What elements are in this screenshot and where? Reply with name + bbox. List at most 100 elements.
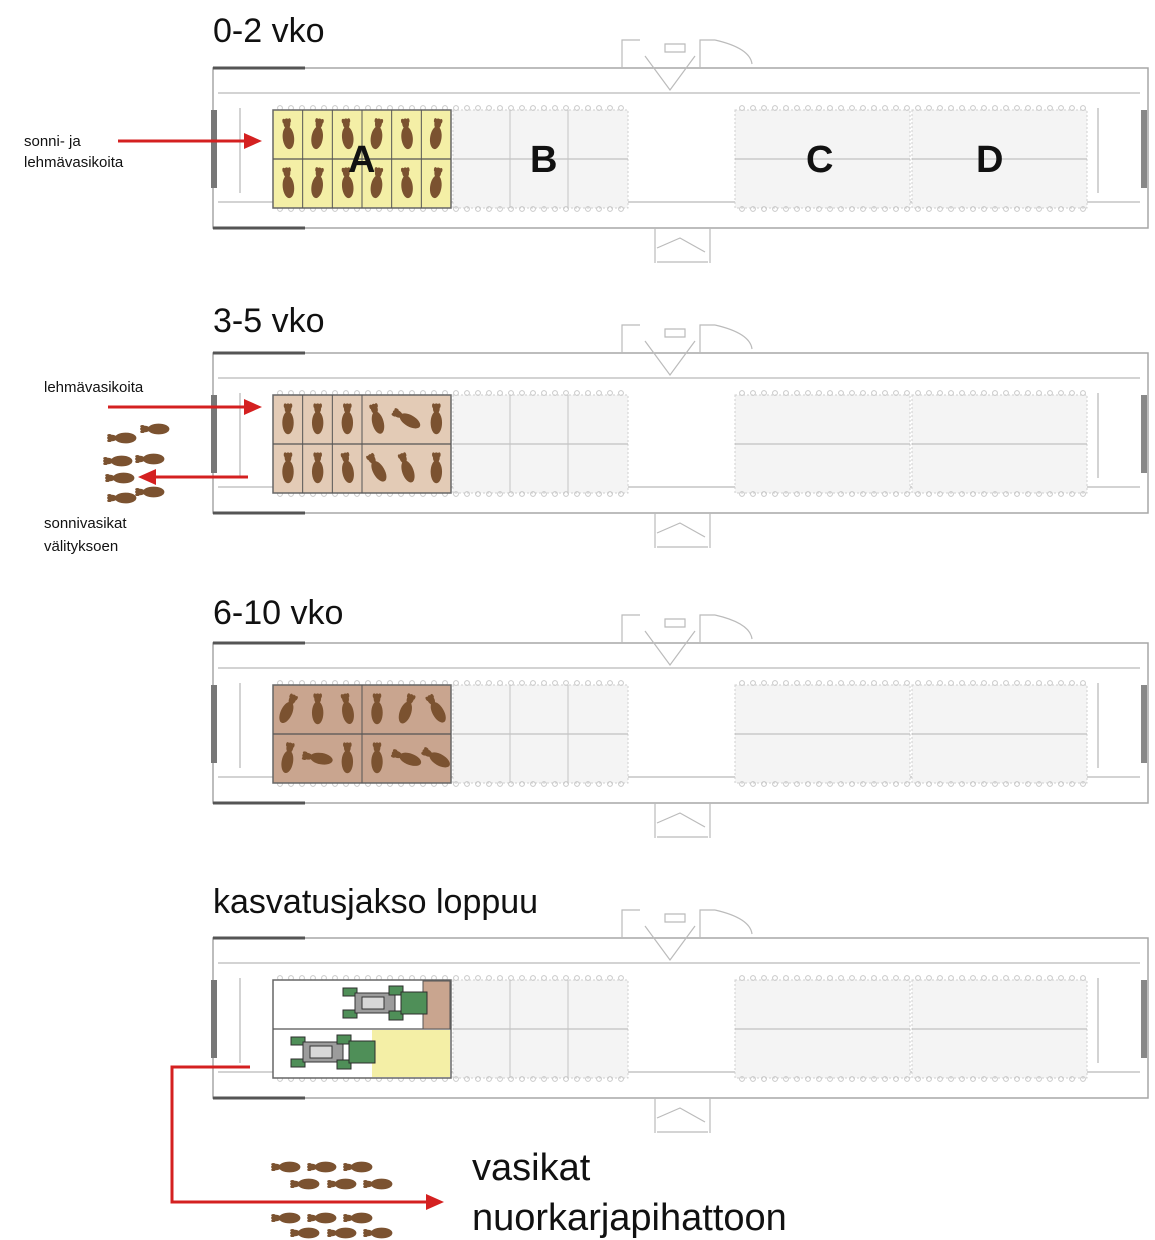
- post-dot: [882, 680, 888, 686]
- post-dot: [464, 390, 470, 396]
- post-dot: [882, 105, 888, 111]
- post-dot: [530, 975, 536, 981]
- post-dot: [981, 975, 987, 981]
- post-dot: [1014, 1076, 1020, 1082]
- post-dot: [948, 206, 954, 212]
- post-dot: [915, 390, 921, 396]
- post-dot: [981, 1076, 987, 1082]
- post-dot: [816, 491, 822, 497]
- post-dot: [783, 390, 789, 396]
- post-dot: [761, 105, 767, 111]
- post-dot: [739, 975, 745, 981]
- post-dot: [772, 206, 778, 212]
- post-dot: [827, 680, 833, 686]
- post-dot: [1069, 206, 1075, 212]
- post-dot: [1025, 491, 1031, 497]
- calf-icon: [370, 118, 384, 150]
- post-dot: [1025, 206, 1031, 212]
- post-dot: [926, 206, 932, 212]
- post-dot: [750, 390, 756, 396]
- post-dot: [552, 390, 558, 396]
- calf-icon: [343, 1212, 373, 1224]
- post-dot: [816, 975, 822, 981]
- post-dot: [893, 1076, 899, 1082]
- post-dot: [992, 491, 998, 497]
- post-dot: [1080, 781, 1086, 787]
- post-dot: [541, 680, 547, 686]
- post-dot: [871, 390, 877, 396]
- post-dot: [1080, 105, 1086, 111]
- post-dot: [882, 781, 888, 787]
- post-dot: [882, 390, 888, 396]
- post-dot: [541, 390, 547, 396]
- post-dot: [871, 680, 877, 686]
- post-dot: [1047, 975, 1053, 981]
- post-dot: [574, 975, 580, 981]
- post-dot: [816, 1076, 822, 1082]
- post-dot: [475, 781, 481, 787]
- post-dot: [1036, 680, 1042, 686]
- calf-icon: [363, 1178, 393, 1190]
- pen-label-b: B: [530, 139, 557, 181]
- post-dot: [739, 781, 745, 787]
- post-dot: [838, 105, 844, 111]
- post-dot: [860, 491, 866, 497]
- post-dot: [475, 105, 481, 111]
- post-dot: [585, 105, 591, 111]
- post-dot: [794, 105, 800, 111]
- post-dot: [453, 975, 459, 981]
- calf-icon: [340, 452, 354, 484]
- post-dot: [926, 491, 932, 497]
- post-dot: [805, 390, 811, 396]
- post-dot: [1080, 390, 1086, 396]
- gate-right: [1141, 685, 1147, 763]
- post-dot: [882, 206, 888, 212]
- post-dot: [563, 1076, 569, 1082]
- post-dot: [915, 975, 921, 981]
- post-dot: [618, 390, 624, 396]
- arrow-cow-calves-in: [108, 399, 262, 415]
- calf-icon: [429, 167, 443, 199]
- tractor-icon: [290, 1034, 376, 1070]
- stage-title-3: 6-10 vko: [213, 594, 343, 632]
- post-dot: [882, 975, 888, 981]
- post-dot: [739, 1076, 745, 1082]
- post-dot: [783, 105, 789, 111]
- post-dot: [739, 206, 745, 212]
- calf-icon: [425, 693, 446, 723]
- post-dot: [948, 680, 954, 686]
- post-dot: [607, 390, 613, 396]
- post-dot: [937, 206, 943, 212]
- post-dot: [563, 390, 569, 396]
- calf-icon: [282, 167, 295, 199]
- post-dot: [849, 1076, 855, 1082]
- post-dot: [849, 105, 855, 111]
- post-dot: [937, 975, 943, 981]
- post-dot: [453, 781, 459, 787]
- post-dot: [1025, 1076, 1031, 1082]
- post-dot: [486, 975, 492, 981]
- post-dot: [904, 781, 910, 787]
- post-dot: [486, 1076, 492, 1082]
- post-dot: [1014, 680, 1020, 686]
- post-dot: [1036, 975, 1042, 981]
- post-dot: [1014, 491, 1020, 497]
- post-dot: [805, 105, 811, 111]
- post-dot: [464, 781, 470, 787]
- post-dot: [1047, 390, 1053, 396]
- post-dot: [585, 1076, 591, 1082]
- post-dot: [783, 206, 789, 212]
- post-dot: [827, 1076, 833, 1082]
- post-dot: [761, 781, 767, 787]
- post-dot: [904, 1076, 910, 1082]
- post-dot: [992, 781, 998, 787]
- calf-icon: [363, 1227, 393, 1239]
- post-dot: [937, 105, 943, 111]
- post-dot: [893, 975, 899, 981]
- post-dot: [1003, 975, 1009, 981]
- post-dot: [937, 1076, 943, 1082]
- post-dot: [1047, 1076, 1053, 1082]
- post-dot: [783, 781, 789, 787]
- door-top-symbol: [621, 39, 753, 92]
